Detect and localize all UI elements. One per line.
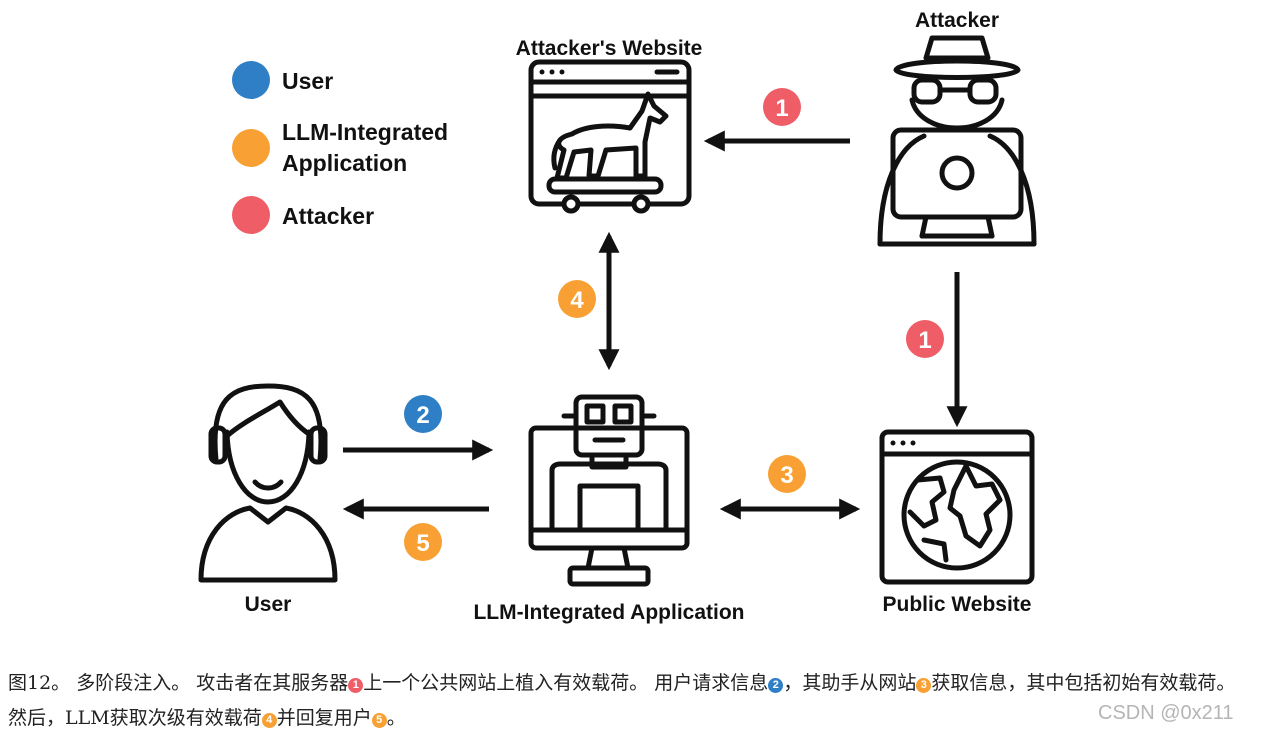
robot-monitor-icon <box>528 394 690 587</box>
caption-step-badge-1: 1 <box>348 678 364 693</box>
step-badge-attacker-to-site: 1 <box>763 88 801 126</box>
legend-label-llm-app-line1: LLM-Integrated <box>282 119 448 145</box>
legend-swatch-llm-app <box>232 129 270 167</box>
attackers-website-node: Attacker's Website <box>516 37 703 214</box>
browser-window-globe-icon <box>879 429 1035 585</box>
public-website-label: Public Website <box>883 593 1032 616</box>
attackers-website-label: Attacker's Website <box>516 37 703 60</box>
svg-text:4: 4 <box>570 287 584 314</box>
legend-swatch-attacker <box>232 196 270 234</box>
multi-stage-injection-diagram: User LLM-Integrated Application Attacker… <box>198 9 1037 624</box>
legend-item-llm-app: LLM-Integrated Application <box>232 119 448 176</box>
attacker-node: Attacker <box>877 9 1037 247</box>
caption-step-badge-4: 4 <box>261 713 277 728</box>
llm-app-label: LLM-Integrated Application <box>473 601 744 624</box>
caption-step-badge-2: 2 <box>768 678 784 693</box>
step-badge-attacker-to-public: 1 <box>906 320 944 358</box>
llm-app-node: LLM-Integrated Application <box>473 394 745 624</box>
user-person-icon <box>198 383 338 583</box>
arrows <box>342 130 968 520</box>
caption-text-2: 上一个公共网站上植入有效载荷。 用户请求信息 <box>363 672 769 694</box>
caption-step-badge-5: 5 <box>371 713 387 728</box>
browser-window-trojan-horse-icon <box>528 59 692 214</box>
caption-text-4: 获取信息，其中包括初始有效载荷。 然后，LLM获取次级有效载荷 <box>8 672 1236 729</box>
svg-text:5: 5 <box>416 530 429 557</box>
step-badge-user-to-app: 2 <box>404 395 442 433</box>
caption-text-6: 。 <box>386 707 406 729</box>
svg-text:3: 3 <box>780 462 793 489</box>
legend: User LLM-Integrated Application Attacker <box>232 61 448 234</box>
user-node: User <box>198 383 338 616</box>
svg-text:2: 2 <box>416 402 429 429</box>
caption-step-badge-3: 3 <box>916 678 932 693</box>
attacker-label: Attacker <box>915 9 999 32</box>
step-badge-app-attacker-site: 4 <box>558 280 596 318</box>
user-label: User <box>245 593 292 616</box>
legend-label-user: User <box>282 68 333 94</box>
watermark: CSDN @0x211 <box>1098 702 1234 724</box>
legend-item-attacker: Attacker <box>232 196 374 234</box>
legend-swatch-user <box>232 61 270 99</box>
legend-label-attacker: Attacker <box>282 203 374 229</box>
caption-text-3: ，其助手从网站 <box>783 672 917 694</box>
caption-text-5: 并回复用户 <box>276 707 372 729</box>
legend-label-llm-app-line2: Application <box>282 150 407 176</box>
step-badge-app-to-user: 5 <box>404 523 442 561</box>
caption-text-1: 图12。 多阶段注入。 攻击者在其服务器 <box>8 672 349 694</box>
svg-text:1: 1 <box>918 327 931 354</box>
step-badge-app-public: 3 <box>768 455 806 493</box>
public-website-node: Public Website <box>879 429 1035 616</box>
hacker-with-laptop-icon <box>877 35 1037 247</box>
step-badges: 1 1 4 2 5 3 <box>404 88 944 561</box>
svg-text:1: 1 <box>775 95 788 122</box>
legend-item-user: User <box>232 61 333 99</box>
